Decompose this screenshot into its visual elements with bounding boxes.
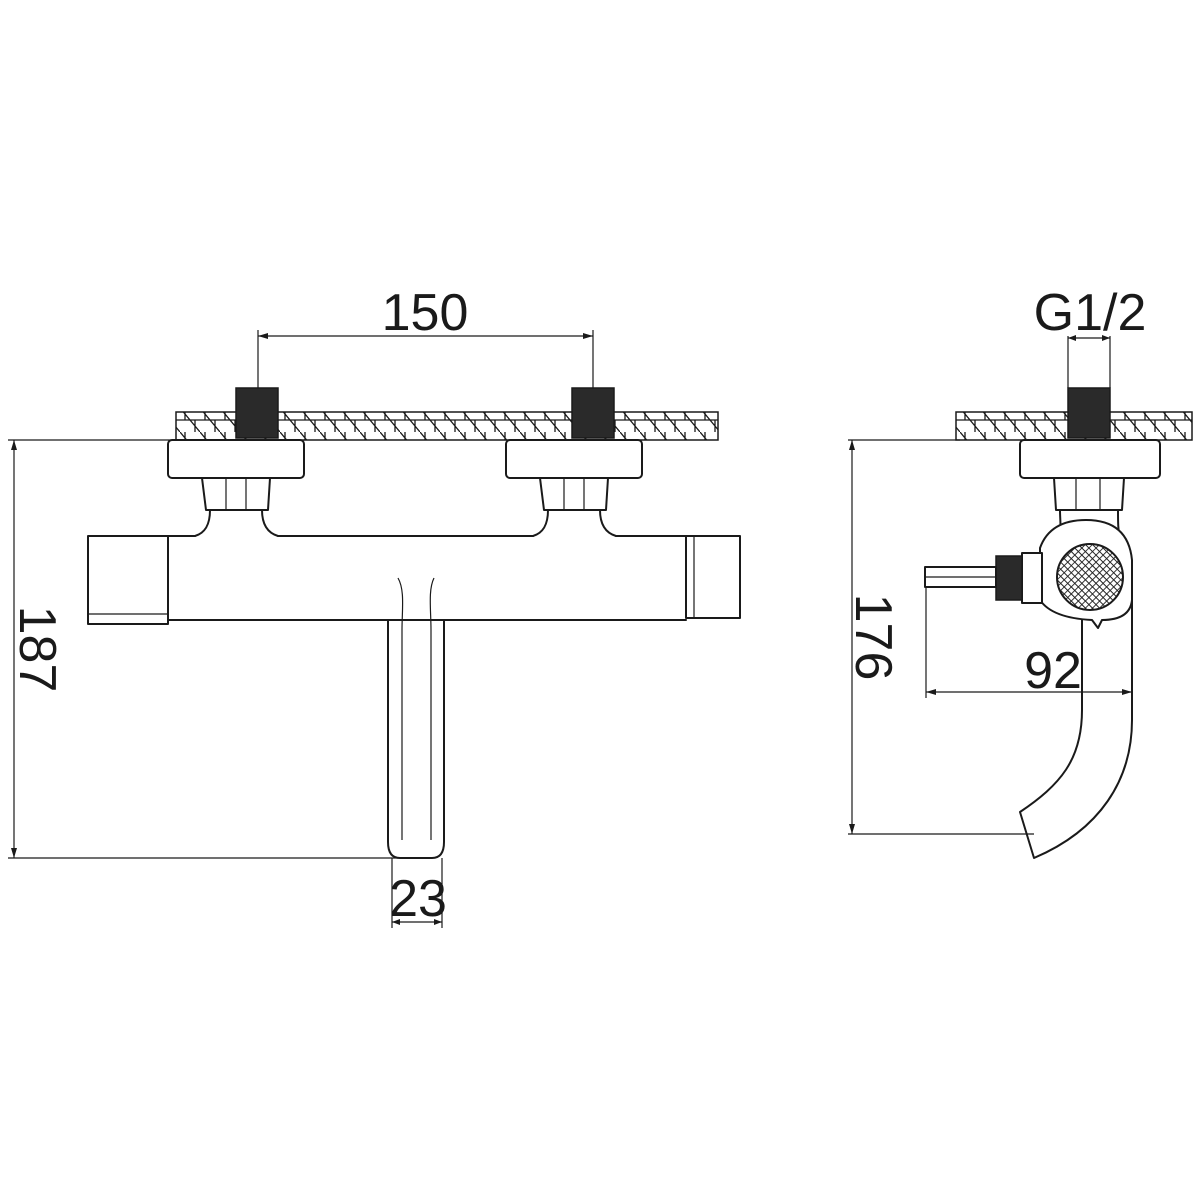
- inlet-thread-left: [235, 387, 279, 439]
- dimension-187: 187: [8, 439, 400, 859]
- side-hex-nut: [1053, 477, 1125, 511]
- side-inlet-thread: [1067, 387, 1111, 439]
- side-view: [924, 387, 1193, 859]
- hex-nut-left: [201, 477, 271, 511]
- dimension-176: 176: [844, 439, 1034, 835]
- escutcheon-left: [167, 439, 305, 479]
- side-lever: [924, 552, 1043, 604]
- dimension-label-spout-projection: 92: [1024, 642, 1082, 700]
- dimension-label-side-height: 176: [844, 594, 902, 681]
- spout-side: [1019, 599, 1133, 859]
- spout-front: [387, 619, 445, 859]
- lever-handle-left: [87, 535, 169, 625]
- temperature-knob-right: [685, 535, 741, 619]
- hex-nut-right: [539, 477, 609, 511]
- dimension-label-front-height: 187: [8, 606, 66, 693]
- dimension-label-spout-width: 23: [389, 870, 447, 928]
- front-view: [87, 387, 741, 859]
- mixer-body: [167, 535, 687, 621]
- dimension-23: 23: [389, 858, 447, 928]
- connector-right: [532, 509, 617, 537]
- escutcheon-right: [505, 439, 643, 479]
- dimension-thread: G1/2: [1034, 284, 1147, 388]
- dimension-92: 92: [925, 587, 1133, 700]
- inlet-thread-right: [571, 387, 615, 439]
- dimension-label-inlet-spacing: 150: [382, 284, 469, 342]
- spout-front-inner: [397, 577, 435, 840]
- dimension-150: 150: [257, 284, 594, 388]
- connector-left: [194, 509, 279, 537]
- cartridge-grip: [1056, 543, 1124, 611]
- dimension-label-thread-size: G1/2: [1034, 284, 1147, 342]
- side-escutcheon: [1019, 439, 1161, 479]
